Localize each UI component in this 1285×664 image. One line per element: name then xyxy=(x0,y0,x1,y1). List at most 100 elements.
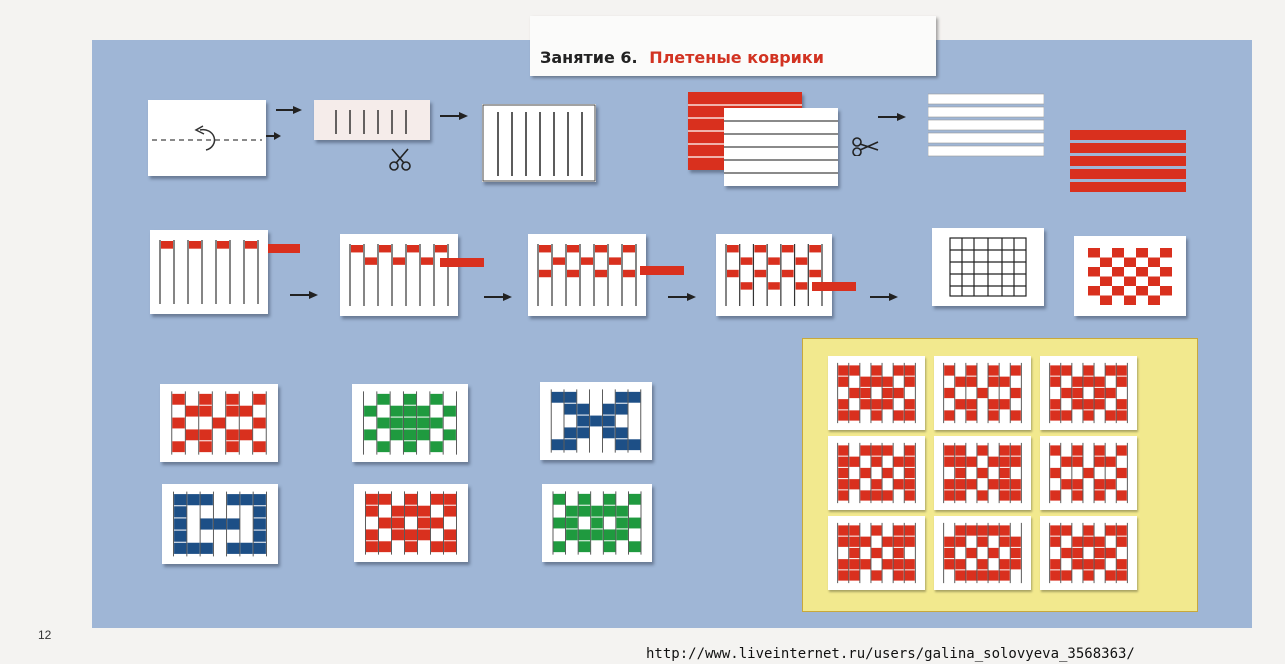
woven-cell xyxy=(838,490,848,500)
woven-cell xyxy=(1117,559,1127,569)
woven-cell xyxy=(1088,248,1100,258)
mat-tile xyxy=(934,516,1031,590)
woven-cell xyxy=(1083,525,1093,535)
woven-cell xyxy=(579,494,591,505)
woven-cell xyxy=(629,439,641,450)
strip-being-inserted xyxy=(440,258,484,267)
woven-cell xyxy=(1095,548,1105,558)
woven-cell xyxy=(609,257,621,264)
woven-cell xyxy=(1050,399,1060,409)
woven-cell xyxy=(905,365,915,375)
woven-cell xyxy=(905,377,915,387)
woven-cell xyxy=(616,392,628,403)
white-cut-strips xyxy=(928,92,1044,162)
woven-cell xyxy=(364,429,376,440)
woven-cell xyxy=(871,479,881,489)
woven-cell xyxy=(226,441,238,452)
woven-cell xyxy=(955,537,965,547)
woven-cell xyxy=(577,416,589,427)
woven-cell xyxy=(565,392,577,403)
woven-cell xyxy=(1061,548,1071,558)
woven-cell xyxy=(1000,479,1010,489)
woven-cell xyxy=(174,518,186,529)
woven-cell xyxy=(894,479,904,489)
mat-tile xyxy=(1040,356,1137,430)
woven-cell xyxy=(201,543,213,554)
woven-cell xyxy=(782,270,794,277)
woven-cell xyxy=(989,570,999,580)
woven-cell xyxy=(199,406,211,417)
woven-cell xyxy=(871,548,881,558)
woven-cell xyxy=(623,245,635,252)
woven-cell xyxy=(404,418,416,429)
woven-cell xyxy=(1061,525,1071,535)
woven-cell xyxy=(883,559,893,569)
woven-cell xyxy=(955,570,965,580)
woven-cell xyxy=(567,270,579,277)
woven-cell xyxy=(905,457,915,467)
woven-cell xyxy=(905,445,915,455)
woven-cell xyxy=(838,377,848,387)
woven-cell xyxy=(254,506,266,517)
woven-cell xyxy=(849,537,859,547)
woven-cell xyxy=(809,245,821,252)
weave-step-3 xyxy=(528,234,646,316)
woven-cell xyxy=(894,388,904,398)
woven-cell xyxy=(227,518,239,529)
woven-cell xyxy=(1050,559,1060,569)
woven-cell xyxy=(1124,258,1136,268)
woven-cell xyxy=(1011,410,1021,420)
woven-cell xyxy=(1050,525,1060,535)
woven-cell xyxy=(768,257,780,264)
woven-cell xyxy=(1106,479,1116,489)
woven-cell xyxy=(905,537,915,547)
right-arrow-icon xyxy=(870,292,900,304)
woven-cell xyxy=(444,494,456,505)
woven-cell xyxy=(1061,365,1071,375)
woven-cell xyxy=(591,506,603,517)
woven-cell xyxy=(894,548,904,558)
woven-cell xyxy=(849,457,859,467)
woven-cell xyxy=(366,506,378,517)
woven-cell xyxy=(1112,248,1124,258)
woven-cell xyxy=(172,394,184,405)
woven-cell xyxy=(966,377,976,387)
woven-cell xyxy=(989,399,999,409)
woven-cell xyxy=(366,494,378,505)
woven-cell xyxy=(377,394,389,405)
woven-cell xyxy=(240,429,252,440)
woven-cell xyxy=(966,457,976,467)
woven-cell xyxy=(392,529,404,540)
woven-cell xyxy=(240,543,252,554)
woven-cell xyxy=(989,548,999,558)
woven-cell xyxy=(1000,570,1010,580)
woven-cell xyxy=(226,394,238,405)
woven-cell xyxy=(860,445,870,455)
woven-cell xyxy=(966,365,976,375)
step-cut-sheet xyxy=(482,104,596,182)
woven-cell xyxy=(1011,479,1021,489)
woven-cell xyxy=(977,570,987,580)
woven-cell xyxy=(1117,445,1127,455)
woven-cell xyxy=(1050,410,1060,420)
woven-cell xyxy=(838,537,848,547)
woven-cell xyxy=(944,479,954,489)
woven-cell xyxy=(849,548,859,558)
woven-cell xyxy=(894,525,904,535)
woven-cell xyxy=(174,531,186,542)
woven-cell xyxy=(444,529,456,540)
woven-cell xyxy=(1100,277,1112,287)
woven-cell xyxy=(226,429,238,440)
right-arrow-icon xyxy=(290,290,320,302)
woven-cell xyxy=(253,441,265,452)
woven-cell xyxy=(213,418,225,429)
woven-cell xyxy=(417,418,429,429)
woven-cell xyxy=(595,245,607,252)
woven-cell xyxy=(1011,388,1021,398)
pattern-card-blue xyxy=(162,484,278,564)
woven-cell xyxy=(1117,410,1127,420)
woven-cell xyxy=(849,410,859,420)
woven-cell xyxy=(838,457,848,467)
woven-cell xyxy=(849,559,859,569)
woven-cell xyxy=(565,404,577,415)
